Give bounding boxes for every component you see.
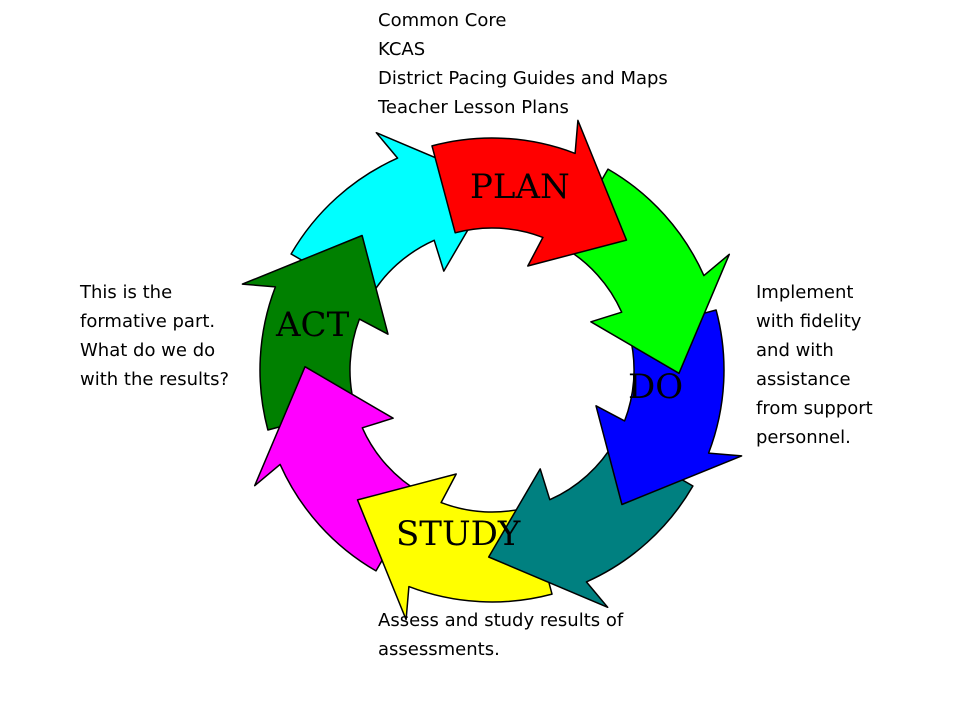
do-note: Implement with fidelity and with assista… <box>756 278 873 452</box>
study-label: STUDY <box>396 514 521 554</box>
do-note-line: Implement <box>756 282 854 303</box>
act-label: ACT <box>275 305 350 345</box>
act-note: This is the formative part. What do we d… <box>80 278 229 394</box>
study-arrow <box>356 473 553 621</box>
act-note-line: with the results? <box>80 369 230 390</box>
plan-note-line: KCAS <box>378 39 426 60</box>
act-note-line: This is the <box>80 282 173 303</box>
act-note-line: formative part. <box>80 311 216 332</box>
plan-label: PLAN <box>470 167 570 207</box>
do-note-line: with fidelity <box>756 311 862 332</box>
plan-note-line: Teacher Lesson Plans <box>378 97 569 118</box>
study-note-line: assessments. <box>378 639 500 660</box>
plan-note-line: District Pacing Guides and Maps <box>378 68 668 89</box>
do-note-line: from support <box>756 398 873 419</box>
do-label: DO <box>628 367 683 407</box>
do-note-line: and with <box>756 340 834 361</box>
study-note-line: Assess and study results of <box>378 610 624 631</box>
do-arrow <box>595 309 743 506</box>
do-note-line: assistance <box>756 369 851 390</box>
act-note-line: What do we do <box>80 340 216 361</box>
study-note: Assess and study results of assessments. <box>378 606 623 664</box>
act-arrow <box>241 234 389 431</box>
plan-note-line: Common Core <box>378 10 507 31</box>
do-note-line: personnel. <box>756 427 851 448</box>
plan-note: Common Core KCAS District Pacing Guides … <box>378 6 668 122</box>
plan-arrow <box>431 119 628 267</box>
